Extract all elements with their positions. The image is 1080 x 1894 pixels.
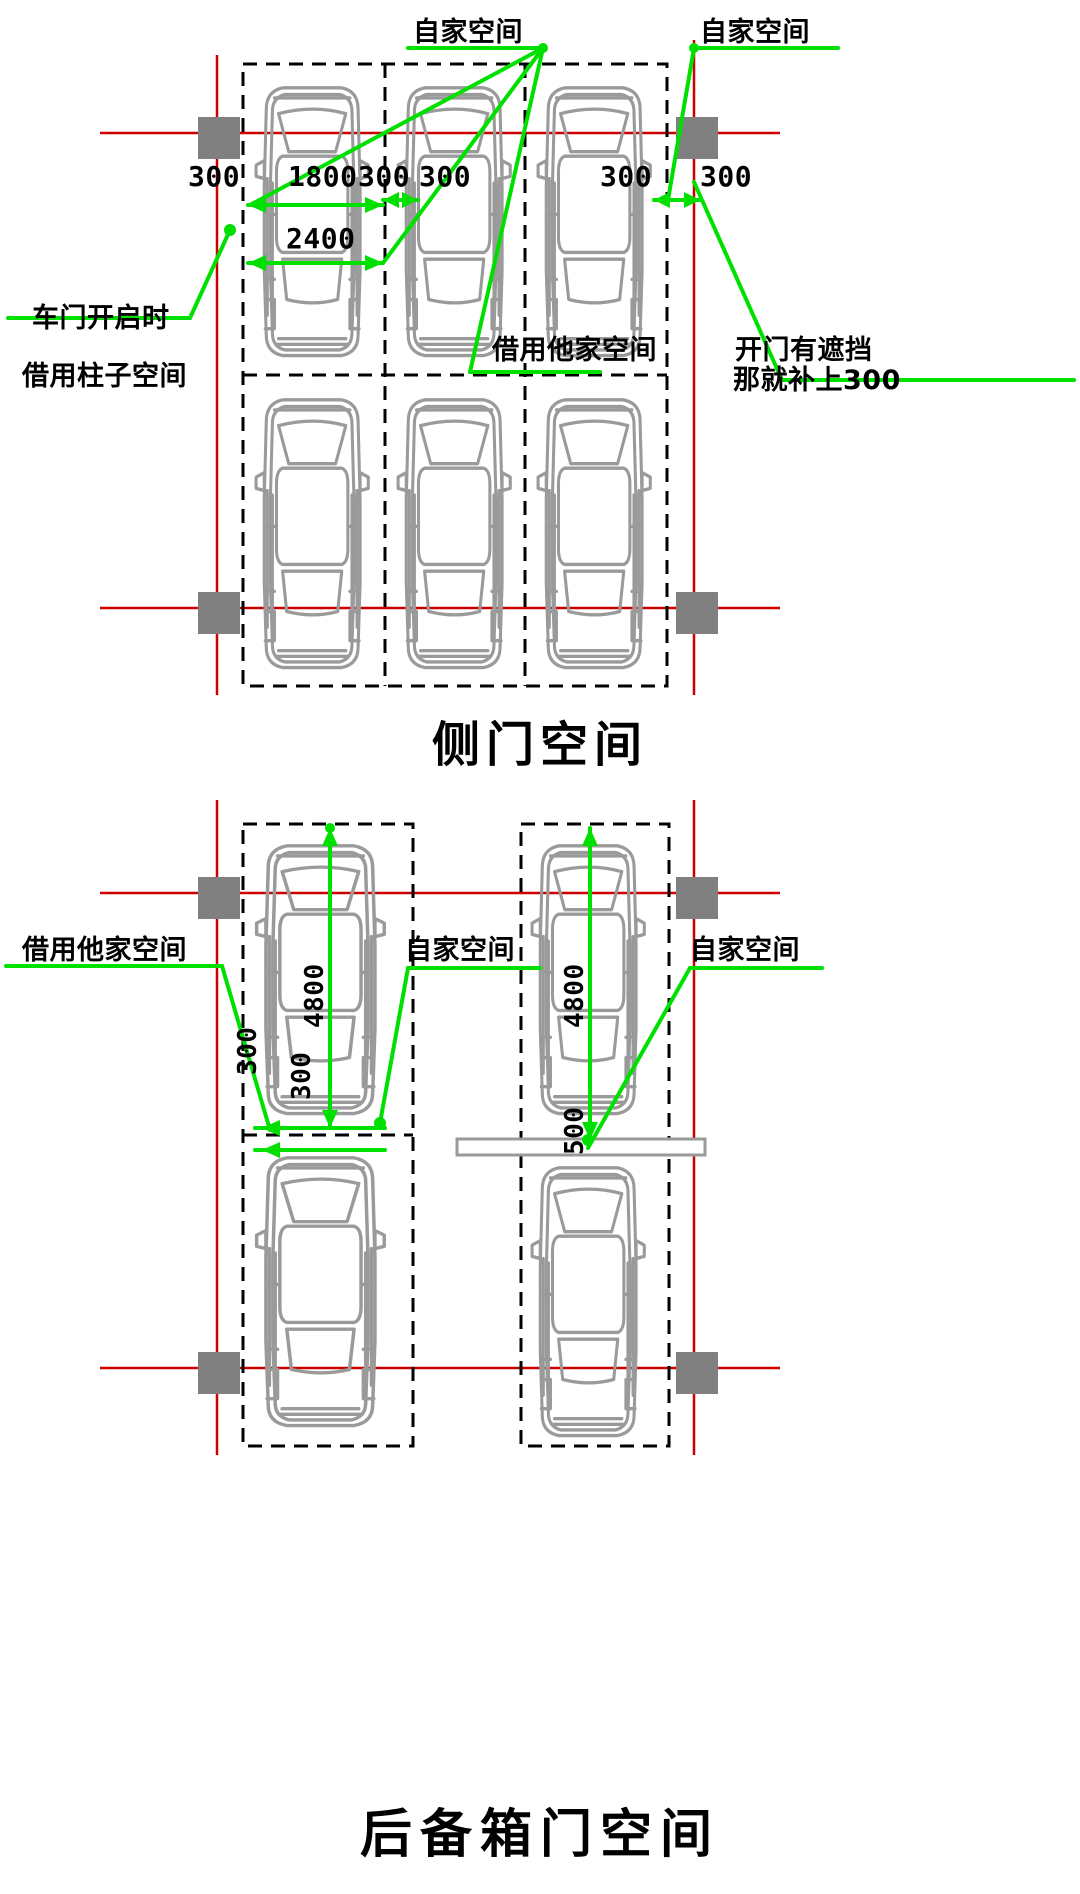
dimension-arrowheads: [248, 192, 700, 271]
annotation-add-300: 那就补上300: [733, 365, 901, 396]
bottom-diagram-group: [4, 800, 824, 1455]
leader-lines-green: [6, 43, 1076, 382]
car-bl-2: [254, 1156, 386, 1428]
dimension-4800-right: 4800: [560, 963, 590, 1028]
annotation-own-space-top-left: 自家空间: [413, 17, 523, 48]
annotation-own-space-right: 自家空间: [690, 935, 800, 966]
leader-lines-green-2: [4, 823, 824, 1152]
car-bottom-3: [536, 398, 652, 670]
dimension-300-mid-v: 300: [287, 1051, 317, 1100]
annotation-own-space-top-right: 自家空间: [700, 17, 810, 48]
bottom-diagram-title: 后备箱门空间: [359, 1804, 720, 1865]
annotation-door-open-when: 车门开启时: [32, 303, 170, 334]
dimension-arrowheads-2: [262, 828, 598, 1158]
dimension-2400: 2400: [286, 222, 356, 255]
dimension-300-left: 300: [188, 160, 241, 193]
structural-column: [198, 117, 718, 634]
top-diagram-group: [6, 40, 1076, 695]
annotation-borrow-column-space: 借用柱子空间: [22, 361, 187, 392]
top-diagram-title: 侧门空间: [431, 717, 648, 773]
bay-divider: [243, 64, 667, 686]
obstruction-wall: [455, 1137, 707, 1157]
dimension-1800: 1800: [288, 160, 358, 193]
structural-column-2: [198, 877, 718, 1394]
car-top-3: [536, 86, 652, 358]
dimension-300-b: 300: [419, 160, 472, 193]
car-br-2: [530, 1166, 646, 1438]
annotation-own-space-mid: 自家空间: [405, 935, 515, 966]
dimension-300-d: 300: [700, 160, 753, 193]
car-bottom-2: [396, 398, 512, 670]
car-bottom-1: [254, 398, 370, 670]
annotation-borrow-others-space-2: 借用他家空间: [22, 935, 187, 966]
dimension-300-left-v: 300: [233, 1026, 263, 1075]
annotation-door-blocked: 开门有遮挡: [735, 335, 873, 366]
dimension-500-v: 500: [560, 1106, 590, 1155]
annotation-borrow-others-space: 借用他家空间: [492, 335, 657, 366]
dimension-300-a: 300: [358, 160, 411, 193]
grid-axis-red-h: [100, 131, 780, 610]
dimension-300-c: 300: [600, 160, 653, 193]
dimension-4800-left: 4800: [300, 963, 330, 1028]
bay-boundary-left: [241, 822, 415, 1448]
